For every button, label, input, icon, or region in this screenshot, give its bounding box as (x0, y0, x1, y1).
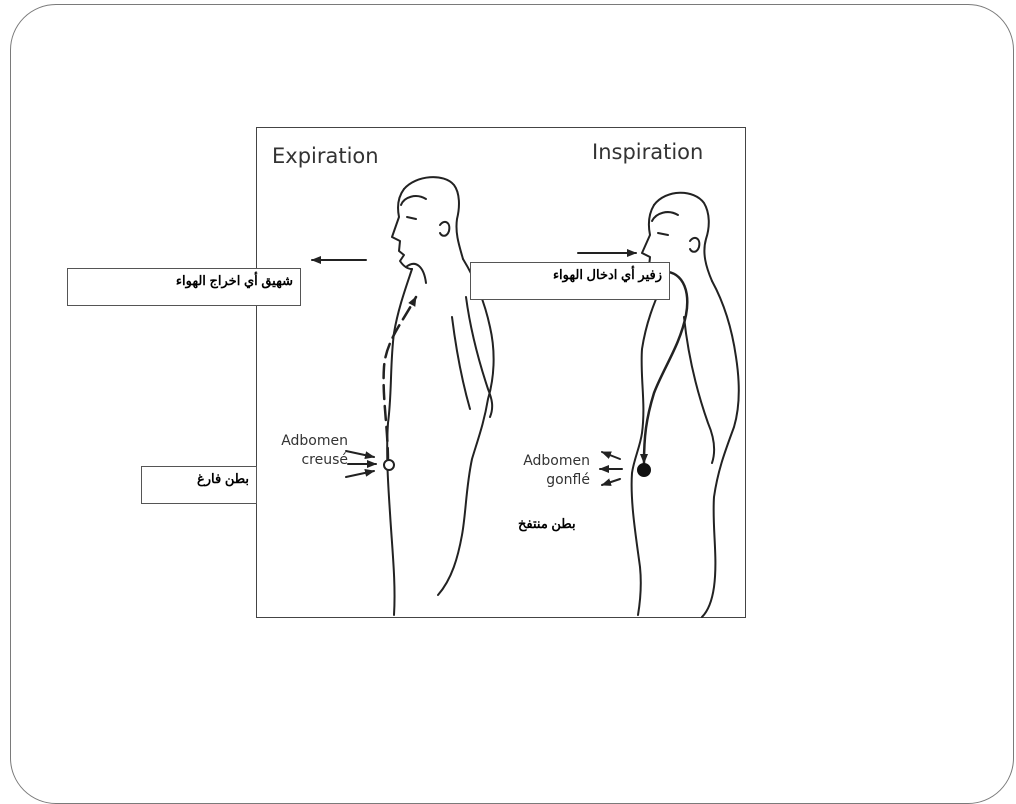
expiration-abdomen-label: Adbomen creusé (262, 432, 348, 470)
expiration-heading: Expiration (272, 144, 379, 168)
inspiration-heading: Inspiration (592, 140, 703, 164)
inspiration-abdomen-line1: Adbomen (498, 452, 590, 471)
inflated-belly-caption: بطن منتفخ (518, 516, 576, 532)
inspiration-abdomen-line2: gonflé (498, 471, 590, 490)
expiration-abdomen-line1: Adbomen (262, 432, 348, 451)
empty-belly-caption: بطن فارغ (141, 466, 257, 504)
inspiration-caption: زفير أي ادخال الهواء (470, 262, 670, 300)
inspiration-abdomen-label: Adbomen gonflé (498, 452, 590, 490)
expiration-abdomen-line2: creusé (262, 451, 348, 470)
expiration-caption: شهيق أي اخراج الهواء (67, 268, 301, 306)
expiration-figure (384, 177, 494, 615)
inspiration-figure (632, 193, 739, 617)
breathing-diagram-illustration (256, 127, 746, 618)
